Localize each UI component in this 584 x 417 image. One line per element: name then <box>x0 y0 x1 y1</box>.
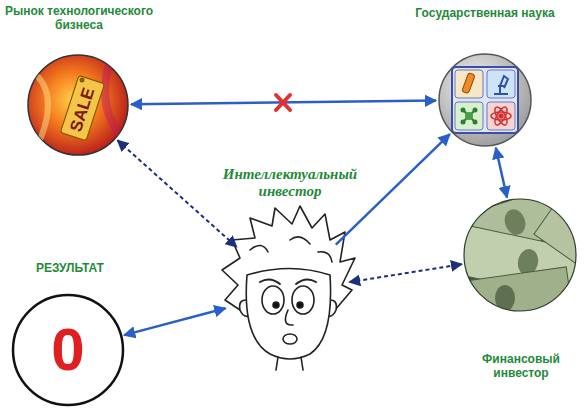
node-heading-slot: Финансовый инвестор <box>462 352 580 386</box>
node-heading-slot: РЕЗУЛЬТАТ <box>5 261 135 291</box>
neck <box>276 357 303 370</box>
science-circle-fill <box>439 54 531 146</box>
node-heading: РЕЗУЛЬТАТ <box>36 261 104 275</box>
nose <box>285 310 293 325</box>
streak <box>105 60 125 140</box>
molecule <box>461 108 478 125</box>
solid-arrow <box>496 148 507 198</box>
result-value-slot: 0 <box>13 295 123 405</box>
money-circle <box>464 199 576 311</box>
dotted-arrow <box>349 264 461 282</box>
icon-panel <box>452 67 518 133</box>
science-circle <box>439 54 531 146</box>
hair-strands <box>250 237 332 262</box>
tag-hole <box>80 78 85 83</box>
icon-tile <box>455 70 483 98</box>
left-eye <box>262 286 284 314</box>
solid-arrow <box>336 134 450 245</box>
right-eye <box>292 286 314 314</box>
sale-picture <box>28 55 128 155</box>
market-node: Рынок технологического бизнесаSALE <box>3 2 155 160</box>
node-heading-slot: Государственная наука <box>415 6 555 50</box>
icon-tile <box>487 102 515 130</box>
node-heading: Рынок технологического бизнеса <box>3 4 155 32</box>
left-pupil <box>273 302 279 308</box>
streak <box>30 70 48 140</box>
sale-streaks <box>30 60 125 140</box>
investor-node: Интеллектуальный инвестор <box>215 164 365 364</box>
tag-text-slot: SALE <box>43 70 123 150</box>
worried-brows <box>260 279 316 284</box>
dotted-arrow <box>117 140 236 247</box>
blocked-cross <box>276 95 290 110</box>
face-figure <box>227 220 347 364</box>
icon-tile <box>455 102 483 130</box>
financial-node: Финансовый инвестор <box>462 197 580 387</box>
atom <box>491 105 511 126</box>
node-heading: Государственная наука <box>415 6 554 20</box>
science-node: Государственная наука <box>415 4 555 150</box>
money-rim <box>464 199 576 311</box>
node-heading-slot: Интеллектуальный инвестор <box>215 166 365 204</box>
result-circle-outline <box>13 295 123 405</box>
banknotes <box>447 183 584 329</box>
mouth <box>283 334 297 344</box>
head <box>246 269 330 360</box>
icon-tile <box>487 70 515 98</box>
test-tube <box>462 73 475 94</box>
microscope <box>494 76 508 94</box>
tag-text: SALE <box>66 85 99 134</box>
investor-face <box>222 206 355 370</box>
result-node: РЕЗУЛЬТАТ 0 <box>5 258 135 408</box>
right-pupil <box>297 302 303 308</box>
science-picture <box>439 54 531 146</box>
node-heading: Интеллектуальный инвестор <box>215 166 365 200</box>
node-heading-slot: Рынок технологического бизнеса <box>3 4 155 52</box>
node-heading: Финансовый инвестор <box>462 352 580 380</box>
price-tag <box>60 75 104 140</box>
money-picture <box>447 183 584 329</box>
result-value: 0 <box>51 318 84 382</box>
market-circle-fill <box>28 55 128 155</box>
solid-arrow <box>124 308 225 335</box>
